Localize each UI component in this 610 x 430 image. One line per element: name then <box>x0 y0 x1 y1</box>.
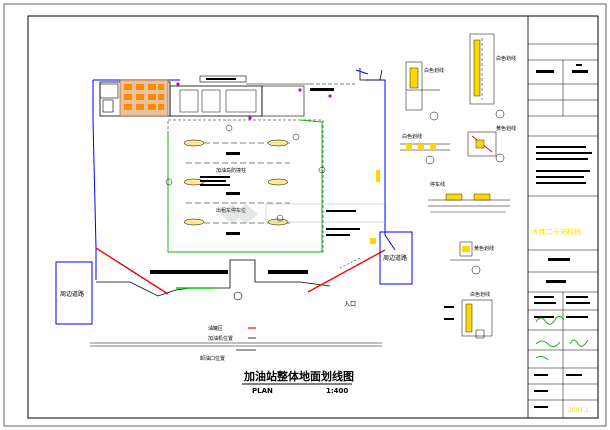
signature-4 <box>535 355 549 361</box>
red-marking-right <box>307 249 386 293</box>
title-block <box>527 16 598 418</box>
site-boundary-left <box>92 80 97 280</box>
center-note-2: 出租车停车位 <box>216 207 246 214</box>
detail-a-label: 白色划线 <box>424 67 444 74</box>
detail-c <box>400 143 450 165</box>
detail-g-label: 白色划线 <box>470 291 490 298</box>
legend-line-3: 卸油口位置 <box>200 355 225 362</box>
detail-b <box>469 33 505 119</box>
sheet-inner-border <box>27 15 599 419</box>
left-gate-label: 周边道路 <box>60 290 84 298</box>
site-plan <box>55 68 413 325</box>
detail-a <box>405 61 440 121</box>
detail-d-label: 黄色划线 <box>496 125 516 132</box>
plan-subtitle: PLAN <box>252 387 273 395</box>
scale-text: 1:400 <box>326 387 348 395</box>
detail-f <box>450 241 481 275</box>
red-marking-left <box>95 247 169 295</box>
legend-line-2: 加油机位置 <box>208 335 233 342</box>
front-curb <box>96 259 331 297</box>
legend-line-1: 油罐区 <box>208 325 223 332</box>
date-text: 2001.1 <box>568 407 589 414</box>
detail-e <box>428 193 510 213</box>
entrance-label: 入口 <box>344 301 356 308</box>
left-gate-box <box>55 261 93 325</box>
green-lane-line <box>167 119 323 253</box>
canopy-outline <box>167 119 324 253</box>
main-title: 加油站整体地面划线图 <box>243 369 354 383</box>
detail-d <box>467 131 505 163</box>
detail-b-label: 白色划线 <box>496 55 516 62</box>
project-name-text: 大连二十站标线 <box>532 227 581 236</box>
watermark-logo <box>220 203 387 224</box>
sheet-outer-border <box>3 3 607 427</box>
detail-f-label: 黄色划线 <box>474 245 494 252</box>
site-boundary-right <box>365 79 396 251</box>
right-gate-label: 周边道路 <box>383 254 407 262</box>
signature-2 <box>535 340 561 348</box>
center-note-1: 加油岛防撞柱 <box>216 167 246 174</box>
store-grid <box>124 84 164 110</box>
signature-3 <box>569 339 589 347</box>
legend <box>236 327 256 351</box>
signature-1 <box>535 315 565 325</box>
detail-c-label: 白色划线 <box>402 133 422 140</box>
detail-e-label: 停车线 <box>430 181 445 188</box>
right-gate-box <box>379 231 413 285</box>
detail-g <box>444 299 493 339</box>
pump-islands <box>183 139 290 235</box>
